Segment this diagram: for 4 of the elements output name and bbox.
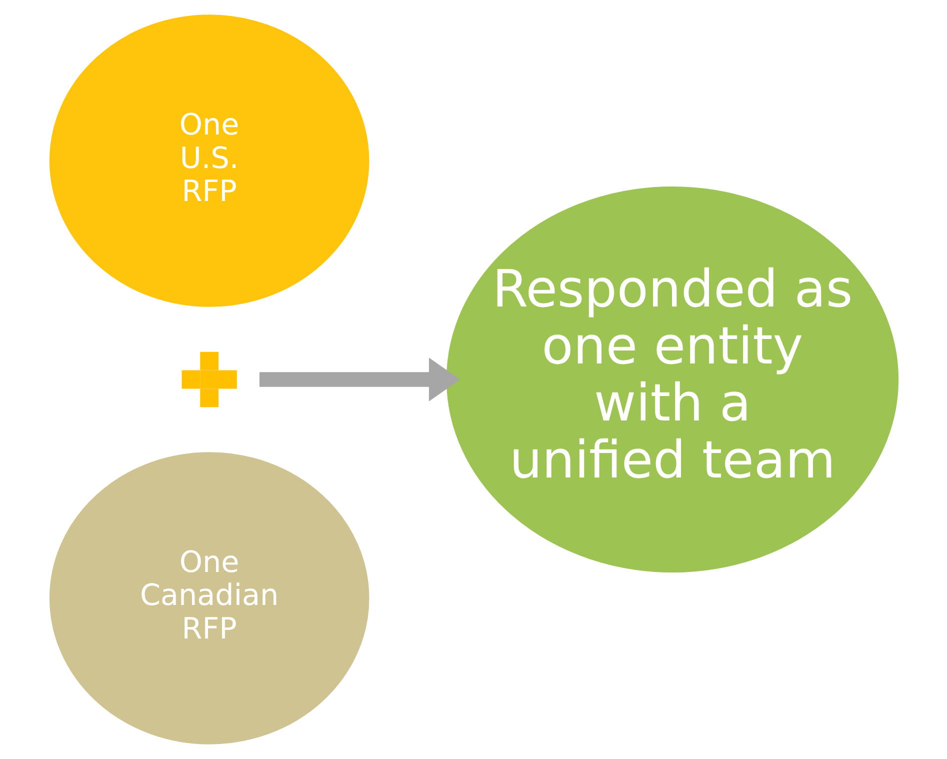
node-ellipse: Responded as one entity with a unified team — [446, 186, 898, 572]
node-circle: One Canadian RFP — [48, 452, 369, 744]
arrow — [258, 358, 460, 402]
node-circle: One U.S. RFP — [48, 14, 369, 307]
